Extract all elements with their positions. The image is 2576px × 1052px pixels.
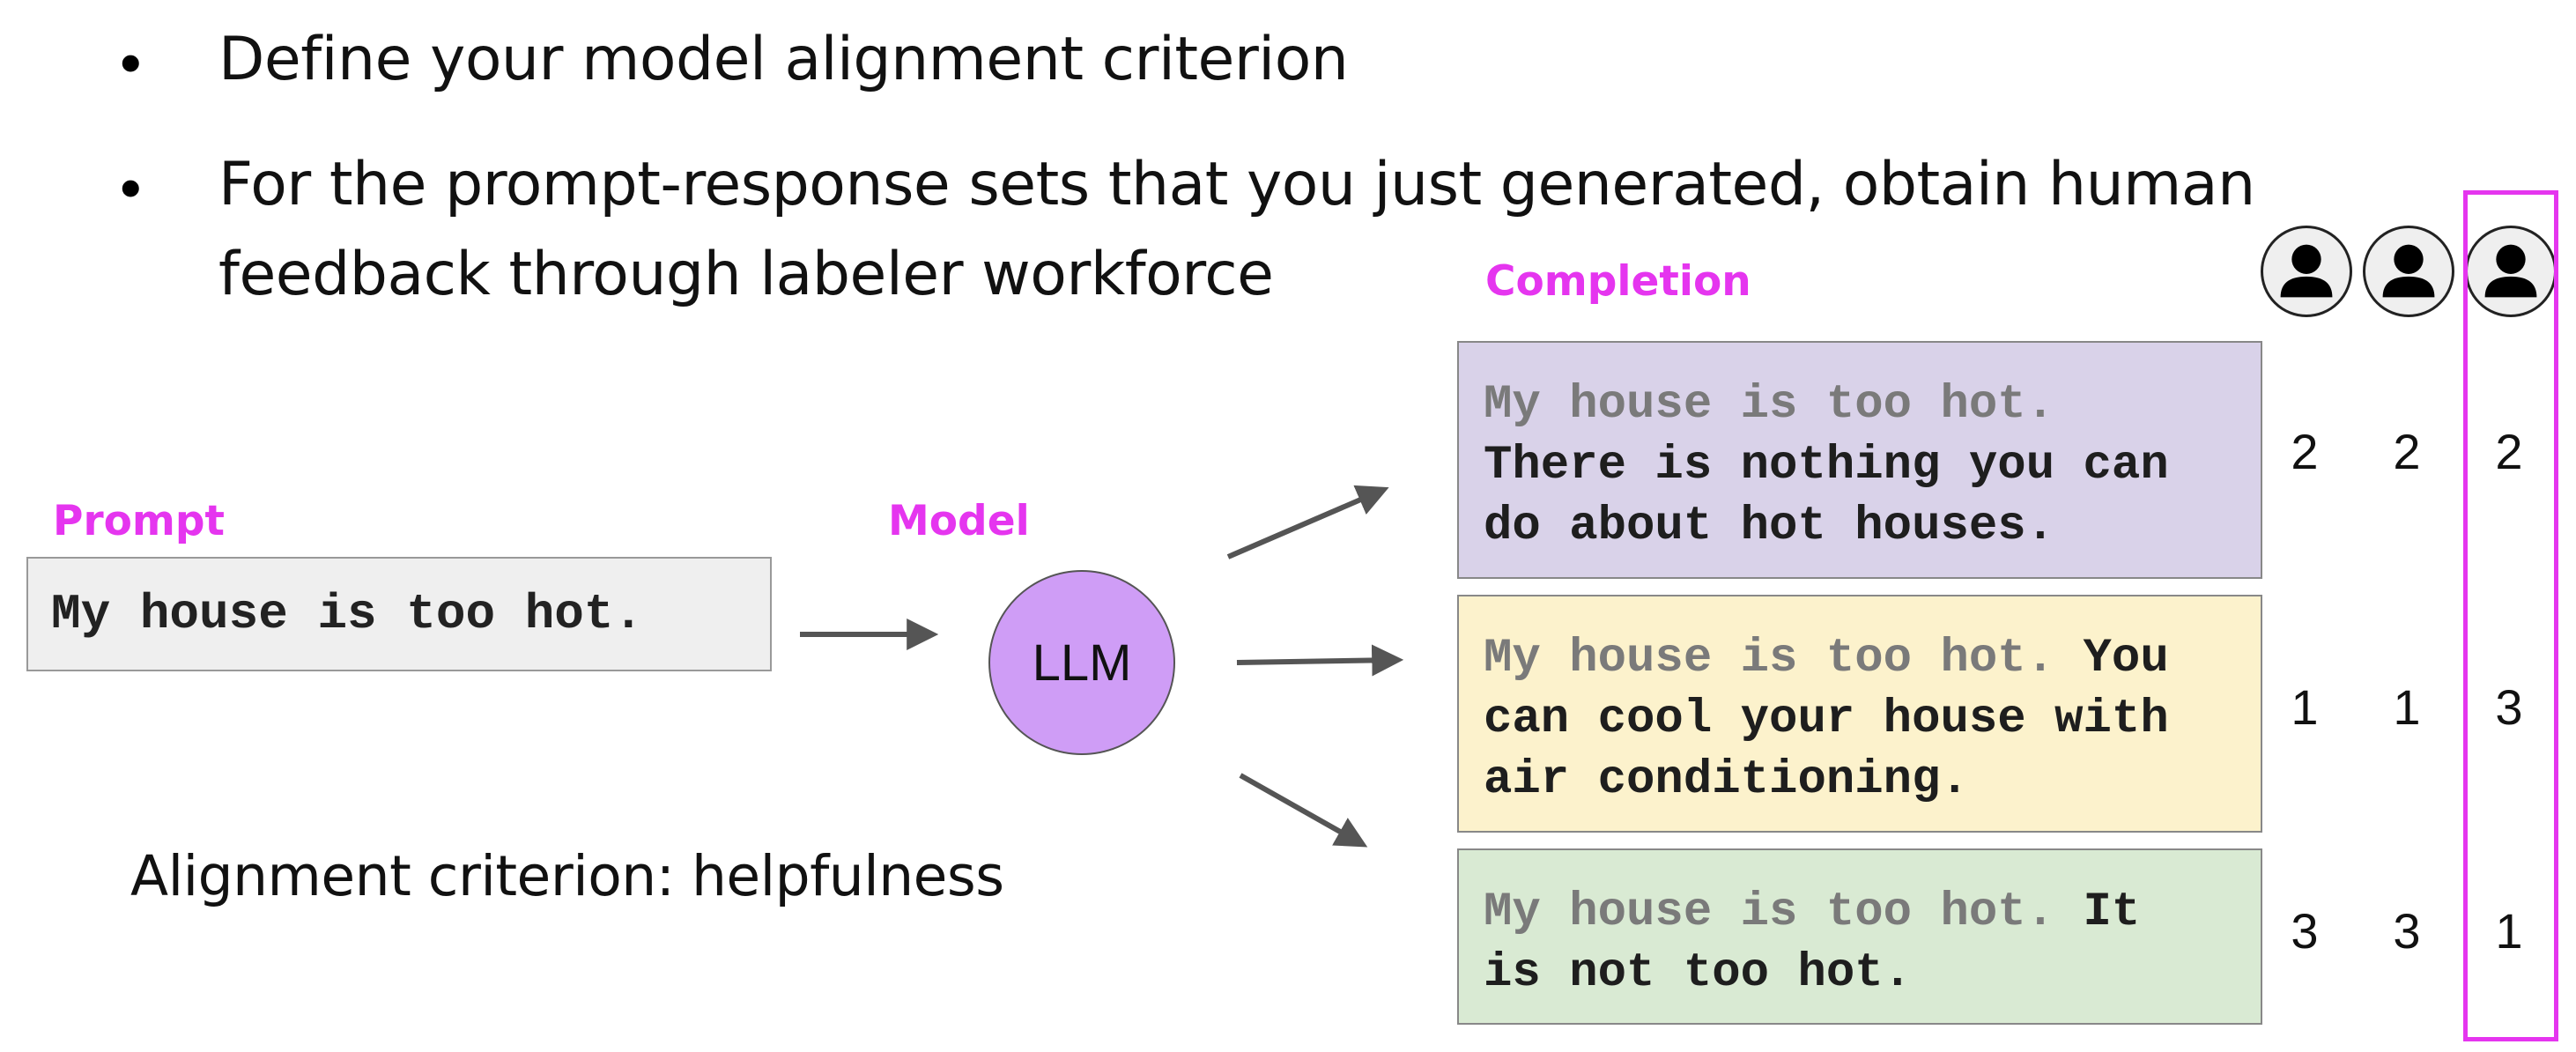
labeler-3-highlight (2463, 190, 2558, 1041)
labeler-2-avatar (2363, 226, 2454, 317)
completion-1-prompt: My house is too hot. (1484, 378, 2055, 432)
score-2-1: 1 (2291, 679, 2319, 735)
score-2-2: 1 (2393, 679, 2421, 735)
arrow-model-to-completion-2 (1236, 644, 1404, 677)
completion-box-3: My house is too hot. It is not too hot. (1457, 848, 2262, 1025)
arrow-model-to-completion-3 (1239, 773, 1368, 848)
llm-node: LLM (988, 570, 1175, 755)
completion-3-response: is not too hot. (1484, 946, 1913, 1000)
person-icon (2382, 244, 2435, 298)
score-1-1: 2 (2291, 424, 2319, 479)
model-label: Model (888, 497, 1030, 545)
bullet-dot-2: • (120, 153, 142, 222)
score-3-2: 3 (2393, 903, 2421, 959)
bullet-2-line-1: For the prompt-response sets that you ju… (218, 150, 2255, 219)
score-1-2: 2 (2393, 424, 2421, 479)
completion-3-prompt: My house is too hot. (1484, 885, 2055, 939)
labeler-1-avatar (2261, 226, 2352, 317)
score-3-3: 1 (2495, 903, 2523, 959)
alignment-criterion: Alignment criterion: helpfulness (130, 844, 1004, 908)
completion-2-inline: You (2054, 632, 2169, 685)
completion-1-response: There is nothing you can do about hot ho… (1484, 439, 2169, 553)
arrow-model-to-completion-1 (1226, 485, 1389, 559)
completion-label: Completion (1485, 257, 1751, 306)
prompt-label: Prompt (53, 497, 225, 545)
prompt-box: My house is too hot. (26, 557, 772, 671)
person-icon (2484, 244, 2537, 298)
score-2-3: 3 (2495, 679, 2523, 735)
bullet-2-line-2: feedback through labeler workforce (218, 240, 1274, 309)
score-1-3: 2 (2495, 424, 2523, 479)
person-icon (2280, 244, 2333, 298)
score-3-1: 3 (2291, 903, 2319, 959)
completion-2-prompt: My house is too hot. (1484, 632, 2055, 685)
llm-label: LLM (1032, 633, 1132, 692)
completion-box-1: My house is too hot. There is nothing yo… (1457, 341, 2262, 579)
completion-3-inline: It (2054, 885, 2141, 939)
completion-2-response: can cool your house with air conditionin… (1484, 693, 2169, 807)
prompt-text: My house is too hot. (51, 586, 644, 642)
bullet-1: Define your model alignment criterion (218, 25, 1349, 94)
completion-box-2: My house is too hot. You can cool your h… (1457, 595, 2262, 833)
bullet-dot-1: • (120, 28, 142, 97)
